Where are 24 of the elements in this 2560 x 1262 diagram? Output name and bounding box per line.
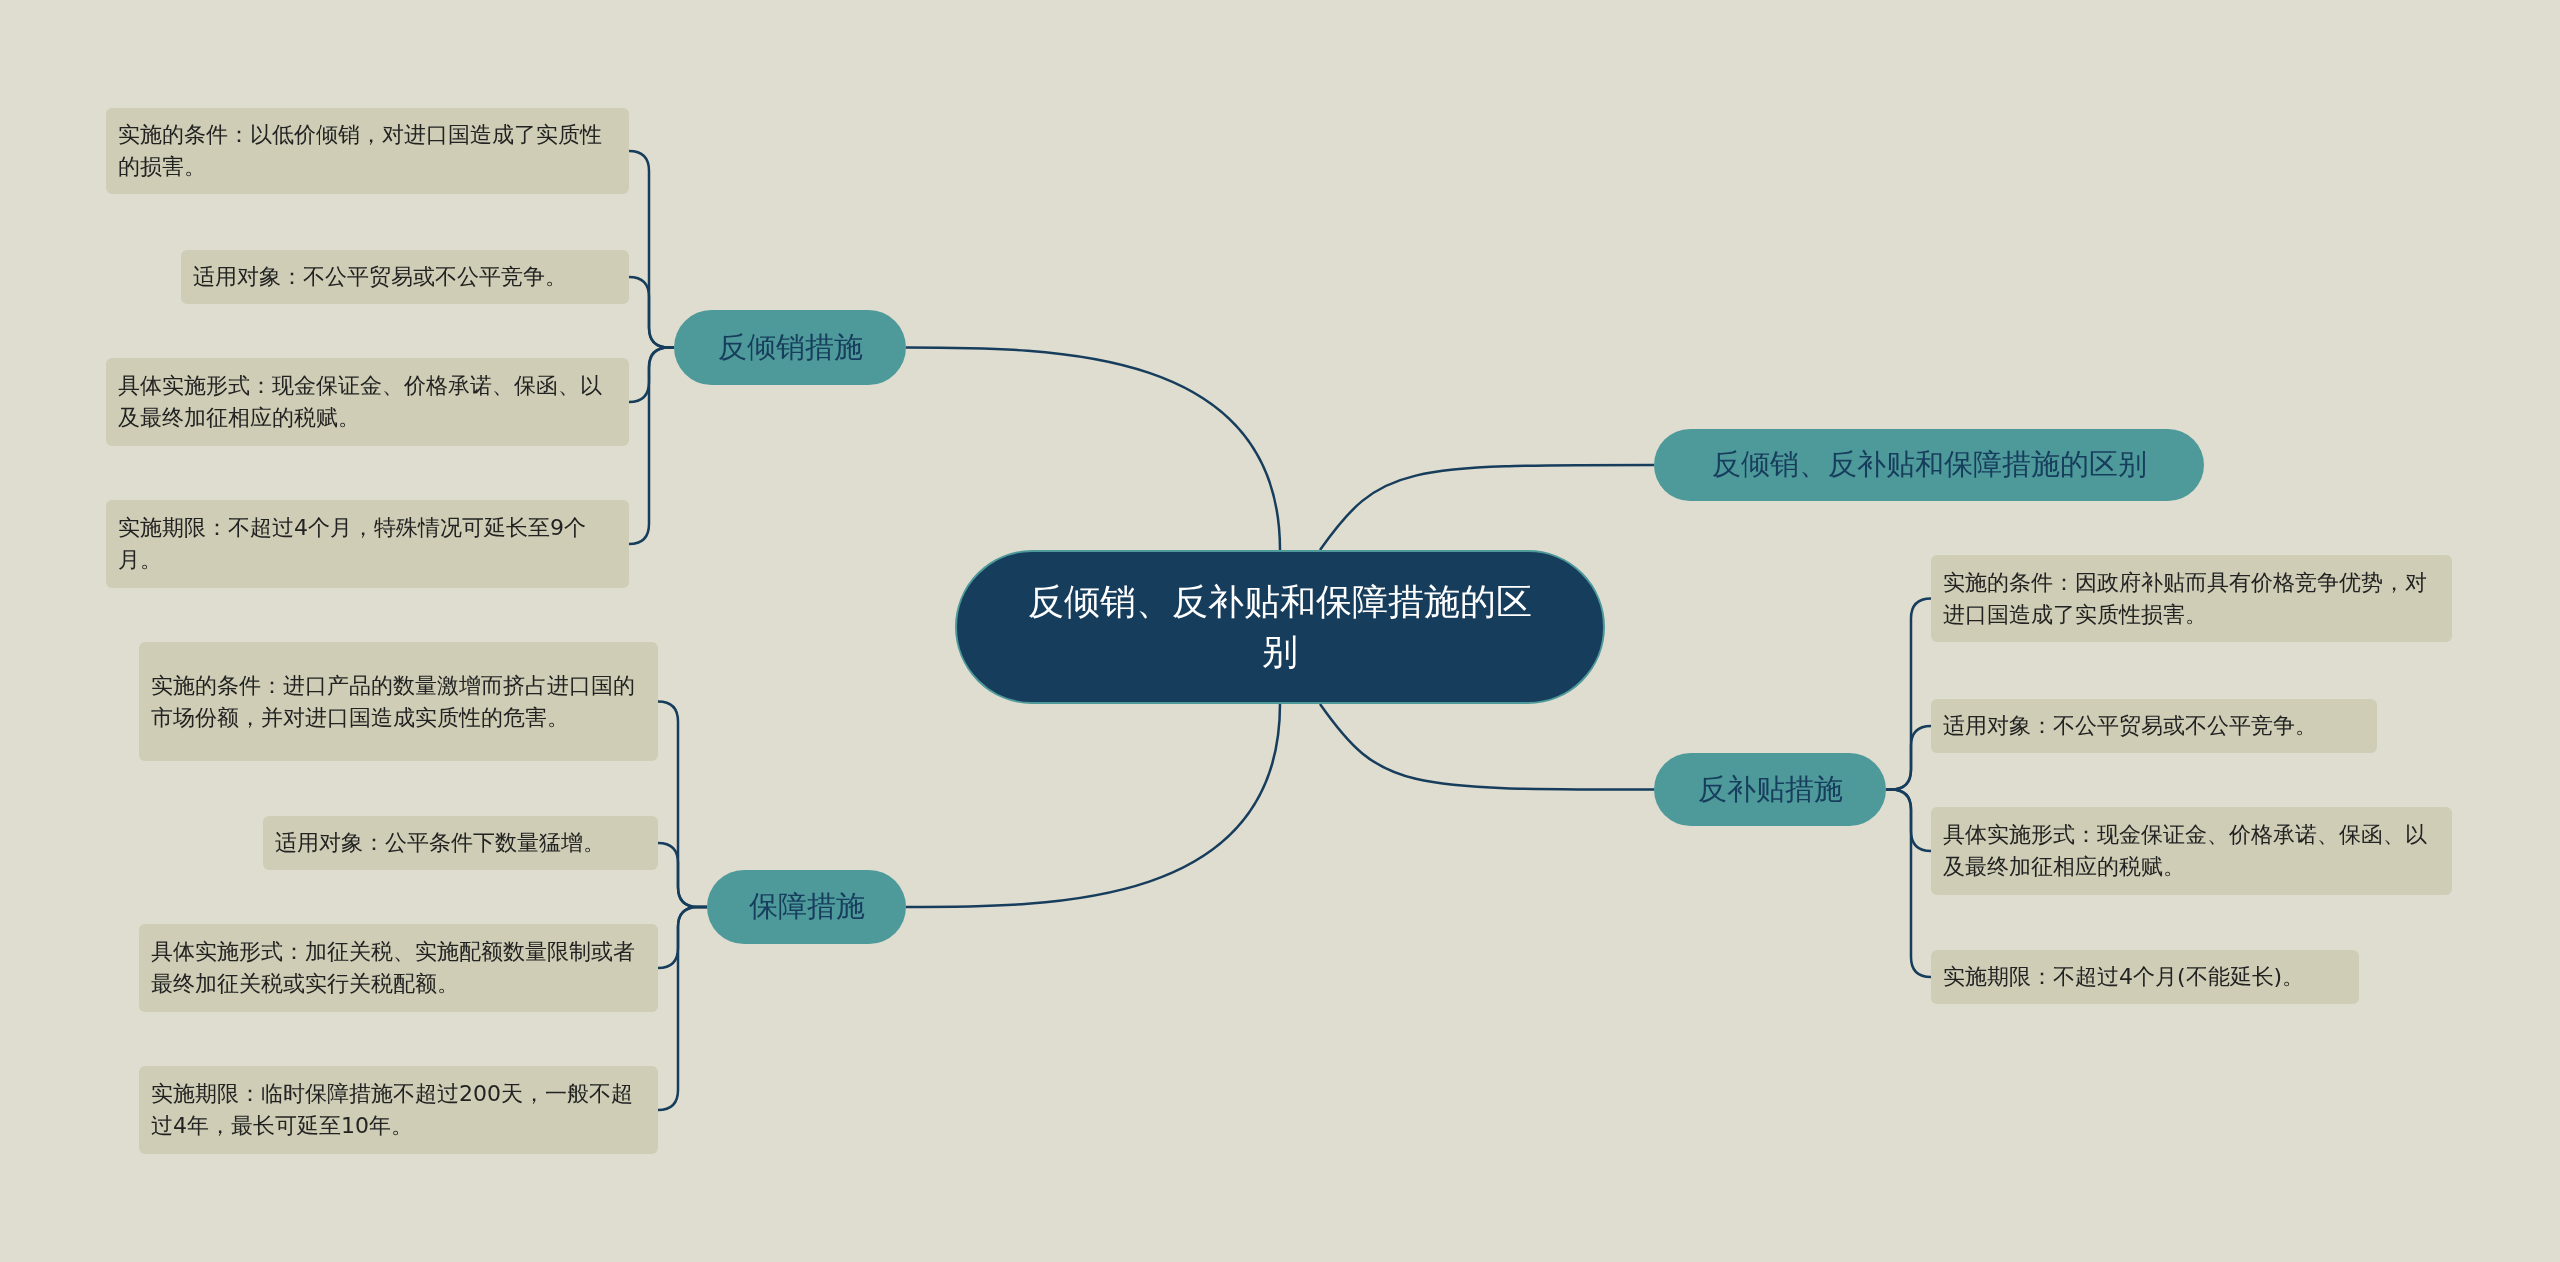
detail-note: 实施期限：不超过4个月(不能延长)。 xyxy=(1931,950,2359,1004)
detail-note: 适用对象：公平条件下数量猛增。 xyxy=(263,816,658,870)
branch-topic: 反倾销措施 xyxy=(674,310,906,385)
detail-note: 实施的条件：以低价倾销，对进口国造成了实质性的损害。 xyxy=(106,108,629,194)
detail-note: 适用对象：不公平贸易或不公平竞争。 xyxy=(1931,699,2377,753)
central-topic: 反倾销、反补贴和保障措施的区别 xyxy=(955,550,1605,704)
connector-line xyxy=(1319,463,1654,551)
detail-note: 适用对象：不公平贸易或不公平竞争。 xyxy=(181,250,629,304)
detail-note: 具体实施形式：加征关税、实施配额数量限制或者最终加征关税或实行关税配额。 xyxy=(139,924,658,1012)
branch-topic: 反倾销、反补贴和保障措施的区别 xyxy=(1654,429,2204,501)
branch-topic: 保障措施 xyxy=(707,870,906,944)
connector-line xyxy=(906,346,1282,551)
connector-line xyxy=(1886,788,1933,979)
detail-note: 实施期限：临时保障措施不超过200天，一般不超过4年，最长可延至10年。 xyxy=(139,1066,658,1154)
detail-note: 实施的条件：因政府补贴而具有价格竞争优势，对进口国造成了实质性损害。 xyxy=(1931,555,2452,642)
connector-line xyxy=(1319,703,1654,791)
connector-line xyxy=(656,905,707,1112)
detail-note: 实施期限：不超过4个月，特殊情况可延长至9个月。 xyxy=(106,500,629,588)
connector-line xyxy=(627,346,674,546)
connector-line xyxy=(906,703,1282,909)
detail-note: 具体实施形式：现金保证金、价格承诺、保函、以及最终加征相应的税赋。 xyxy=(1931,807,2452,895)
detail-note: 实施的条件：进口产品的数量激增而挤占进口国的市场份额，并对进口国造成实质性的危害。 xyxy=(139,642,658,761)
detail-note: 具体实施形式：现金保证金、价格承诺、保函、以及最终加征相应的税赋。 xyxy=(106,358,629,446)
branch-topic: 反补贴措施 xyxy=(1654,753,1886,826)
